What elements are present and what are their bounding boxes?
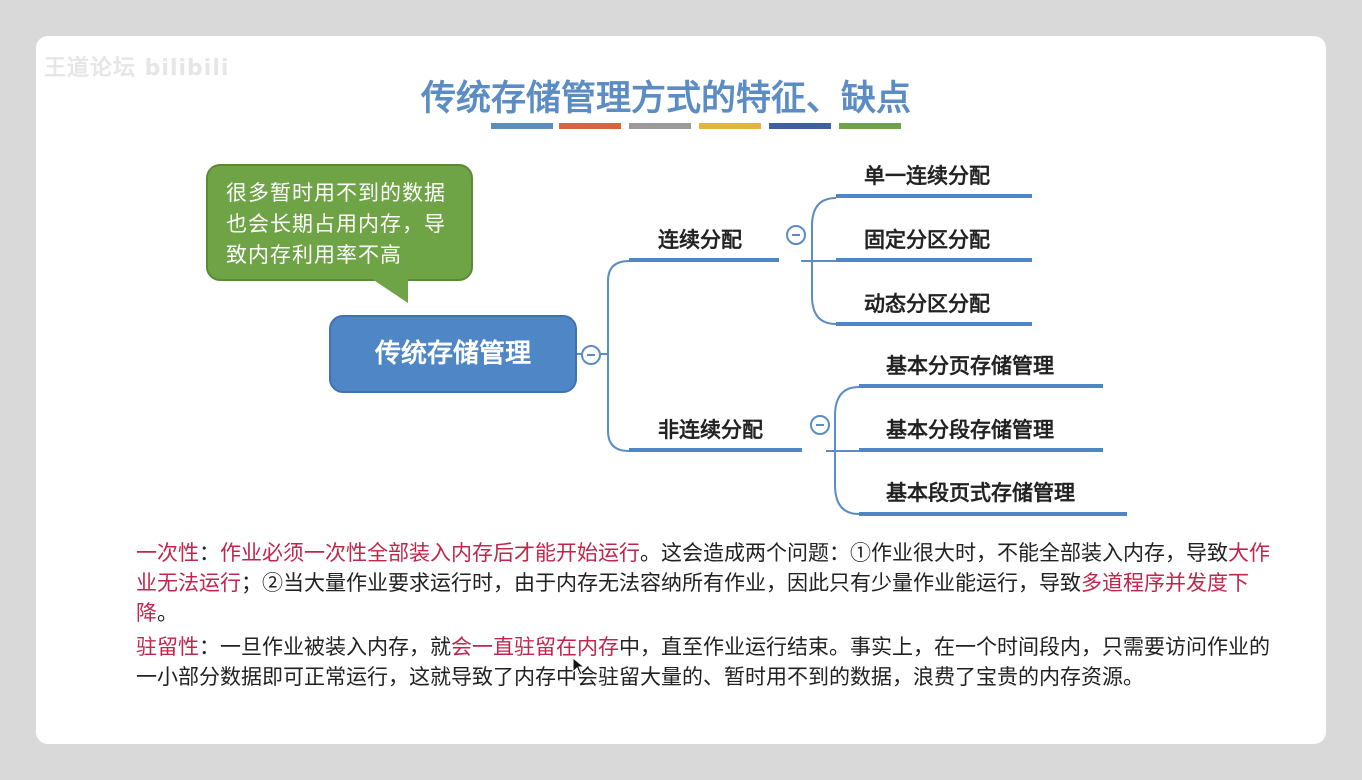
leaf-underline bbox=[836, 322, 1032, 326]
callout-tail bbox=[372, 279, 408, 303]
desc-text: ；②当大量作业要求运行时，由于内存无法容纳所有作业，因此只有少量作业能运行，导致 bbox=[241, 571, 1081, 595]
branch-underline bbox=[629, 258, 779, 262]
desc-text: 中，直至作业运行结束。事实上，在一个时间段内，只需要访问作业的一小部分数据即可正… bbox=[136, 635, 1270, 689]
term-resident: 驻留性 bbox=[136, 635, 199, 659]
description: 一次性：作业必须一次性全部装入内存后才能开始运行。这会造成两个问题：①作业很大时… bbox=[136, 538, 1286, 692]
desc-highlight: 大作业无法运行 bbox=[136, 541, 1270, 595]
leaf-underline bbox=[859, 512, 1127, 516]
desc-paragraph-once: 一次性：作业必须一次性全部装入内存后才能开始运行。这会造成两个问题：①作业很大时… bbox=[136, 538, 1286, 628]
callout-bubble: 很多暂时用不到的数据也会长期占用内存，导致内存利用率不高 bbox=[206, 164, 473, 281]
leaf-node[interactable]: 基本段页式存储管理 bbox=[886, 481, 1075, 505]
callout-text: 很多暂时用不到的数据也会长期占用内存，导致内存利用率不高 bbox=[226, 181, 446, 267]
slide: 王道论坛 bilibili 传统存储管理方式的特征、缺点 很多暂时用不到的数据也… bbox=[36, 36, 1326, 744]
color-bar bbox=[699, 123, 761, 129]
leaf-node[interactable]: 固定分区分配 bbox=[864, 228, 990, 252]
collapse-icon[interactable] bbox=[810, 415, 830, 435]
branch-underline bbox=[629, 448, 802, 452]
slide-title: 传统存储管理方式的特征、缺点 bbox=[420, 79, 911, 119]
mindmap-connectors bbox=[577, 197, 860, 515]
color-bar bbox=[769, 123, 831, 129]
branch-noncontiguous[interactable]: 非连续分配 bbox=[658, 418, 763, 442]
leaf-node[interactable]: 基本分页存储管理 bbox=[886, 354, 1054, 378]
branch-contiguous[interactable]: 连续分配 bbox=[658, 228, 742, 252]
leaf-node[interactable]: 单一连续分配 bbox=[864, 164, 990, 188]
mouse-cursor-icon bbox=[572, 657, 586, 676]
collapse-icon[interactable] bbox=[581, 345, 601, 365]
leaf-underline bbox=[859, 448, 1103, 452]
desc-text: 。这会造成两个问题：①作业很大时，不能全部装入内存，导致 bbox=[640, 541, 1228, 565]
watermark: 王道论坛 bilibili bbox=[44, 56, 230, 81]
desc-highlight: 作业必须一次性全部装入内存后才能开始运行 bbox=[220, 541, 640, 565]
desc-text: ：一旦作业被装入内存，就 bbox=[199, 635, 451, 659]
color-bar bbox=[839, 123, 901, 129]
leaf-underline bbox=[836, 258, 1032, 262]
desc-paragraph-resident: 驻留性：一旦作业被装入内存，就会一直驻留在内存中，直至作业运行结束。事实上，在一… bbox=[136, 632, 1286, 692]
leaf-node[interactable]: 动态分区分配 bbox=[864, 292, 990, 316]
term-once: 一次性 bbox=[136, 541, 199, 565]
leaf-underline bbox=[859, 384, 1103, 388]
desc-text: ： bbox=[199, 541, 220, 565]
mindmap-root[interactable]: 传统存储管理 bbox=[329, 315, 577, 393]
color-bar bbox=[559, 123, 621, 129]
desc-text: 。 bbox=[157, 601, 178, 625]
desc-highlight: 会一直驻留在内存 bbox=[451, 635, 619, 659]
leaf-node[interactable]: 基本分段存储管理 bbox=[886, 418, 1054, 442]
collapse-icon[interactable] bbox=[786, 225, 806, 245]
leaf-underline bbox=[836, 194, 1032, 198]
color-bar bbox=[491, 123, 553, 129]
color-bar bbox=[629, 123, 691, 129]
desc-highlight: 多道程序并发度下降 bbox=[136, 571, 1249, 625]
